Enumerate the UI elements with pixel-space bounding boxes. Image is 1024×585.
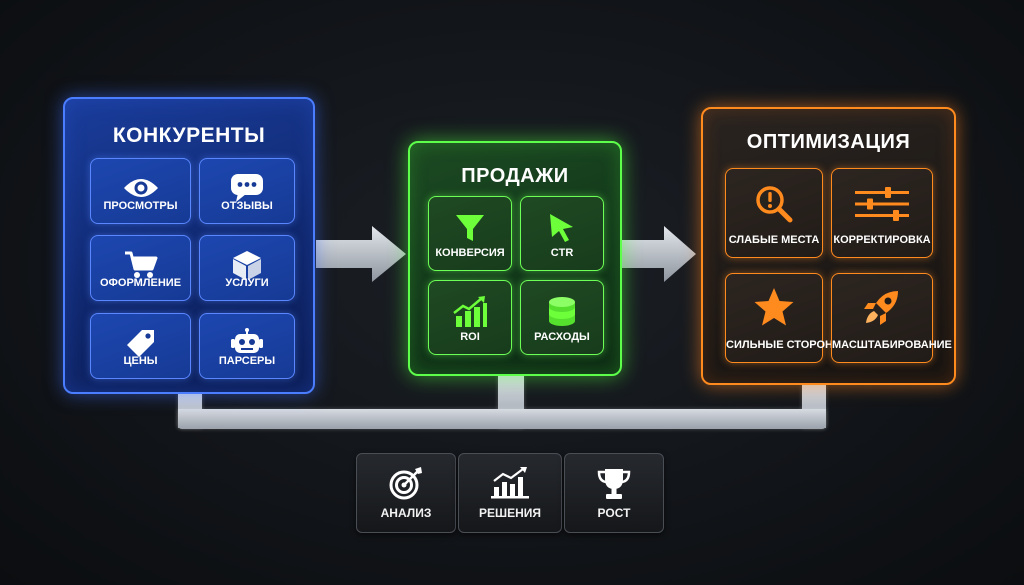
competitors-card-services[interactable]: УСЛУГИ: [199, 235, 295, 301]
box-icon: [233, 251, 261, 280]
card-label: ОФОРМЛЕНИЕ: [99, 277, 182, 289]
coin-stack-icon: [549, 297, 575, 326]
optimization-card-weak-points[interactable]: СЛАБЫЕ МЕСТА: [725, 168, 823, 258]
sales-panel: ПРОДАЖИ КОНВЕРСИЯ CTR ROI РАСХОДЫ: [408, 141, 622, 376]
cursor-icon: [550, 214, 573, 242]
bottom-item-solutions[interactable]: РЕШЕНИЯ: [458, 453, 562, 533]
optimization-title: ОПТИМИЗАЦИЯ: [746, 131, 911, 153]
star-icon: [754, 288, 794, 326]
card-label: ПАРСЕРЫ: [218, 355, 276, 367]
competitors-title: КОНКУРЕНТЫ: [112, 124, 266, 147]
arrow-right-icon: [622, 226, 696, 282]
arrow-right-icon: [316, 226, 406, 282]
competitors-panel: КОНКУРЕНТЫ ПРОСМОТРЫ ОТЗЫВЫ ОФОРМЛЕНИЕ У…: [63, 97, 315, 394]
growth-chart-icon: [453, 296, 487, 327]
rocket-icon: [864, 291, 898, 325]
card-label: CTR: [550, 247, 574, 259]
sales-title: ПРОДАЖИ: [461, 165, 569, 187]
sales-card-ctr[interactable]: CTR: [520, 196, 604, 271]
price-tag-icon: [126, 330, 154, 357]
card-label: РАСХОДЫ: [534, 331, 590, 343]
robot-icon: [231, 328, 263, 353]
bar-chart-icon: [491, 467, 529, 499]
bottom-item-label: АНАЛИЗ: [380, 506, 432, 520]
card-label: ЦЕНЫ: [123, 355, 158, 367]
funnel-icon: [456, 215, 484, 241]
competitors-card-parsers[interactable]: ПАРСЕРЫ: [199, 313, 295, 379]
card-label: УСЛУГИ: [225, 277, 269, 289]
competitors-card-views[interactable]: ПРОСМОТРЫ: [90, 158, 191, 224]
bottom-item-analysis[interactable]: АНАЛИЗ: [356, 453, 456, 533]
bottom-summary-bar: АНАЛИЗ РЕШЕНИЯ РОСТ: [356, 453, 664, 533]
competitors-card-prices[interactable]: ЦЕНЫ: [90, 313, 191, 379]
optimization-card-strengths[interactable]: СИЛЬНЫЕ СТОРОНЫ: [725, 273, 844, 363]
chat-bubble-icon: [231, 174, 263, 202]
card-label: СИЛЬНЫЕ СТОРОНЫ: [726, 339, 844, 351]
card-label: КОНВЕРСИЯ: [435, 247, 505, 259]
trophy-icon: [597, 469, 631, 499]
card-label: МАСШТАБИРОВАНИЕ: [832, 339, 952, 351]
bottom-item-label: РОСТ: [597, 506, 631, 520]
optimization-card-correction[interactable]: КОРРЕКТИРОВКА: [831, 168, 933, 258]
competitors-card-reviews[interactable]: ОТЗЫВЫ: [199, 158, 295, 224]
sliders-icon: [855, 187, 909, 221]
bottom-item-growth[interactable]: РОСТ: [564, 453, 664, 533]
target-icon: [389, 467, 422, 500]
card-label: ОТЗЫВЫ: [221, 200, 273, 212]
card-label: СЛАБЫЕ МЕСТА: [728, 234, 820, 246]
sales-card-conversion[interactable]: КОНВЕРСИЯ: [428, 196, 512, 271]
shopping-cart-icon: [124, 251, 157, 278]
card-label: КОРРЕКТИРОВКА: [833, 234, 931, 246]
connector-horizontal-bar: [178, 409, 826, 429]
optimization-panel: ОПТИМИЗАЦИЯ СЛАБЫЕ МЕСТА КОРРЕКТИРОВКА С…: [701, 107, 956, 385]
competitors-card-design[interactable]: ОФОРМЛЕНИЕ: [90, 235, 191, 301]
sales-card-expenses[interactable]: РАСХОДЫ: [520, 280, 604, 355]
sales-card-roi[interactable]: ROI: [428, 280, 512, 355]
card-label: ROI: [460, 331, 480, 343]
magnifier-warning-icon: [756, 186, 793, 223]
bottom-item-label: РЕШЕНИЯ: [479, 506, 541, 520]
optimization-card-scaling[interactable]: МАСШТАБИРОВАНИЕ: [831, 273, 952, 363]
card-label: ПРОСМОТРЫ: [103, 200, 178, 212]
eye-icon: [123, 179, 158, 197]
